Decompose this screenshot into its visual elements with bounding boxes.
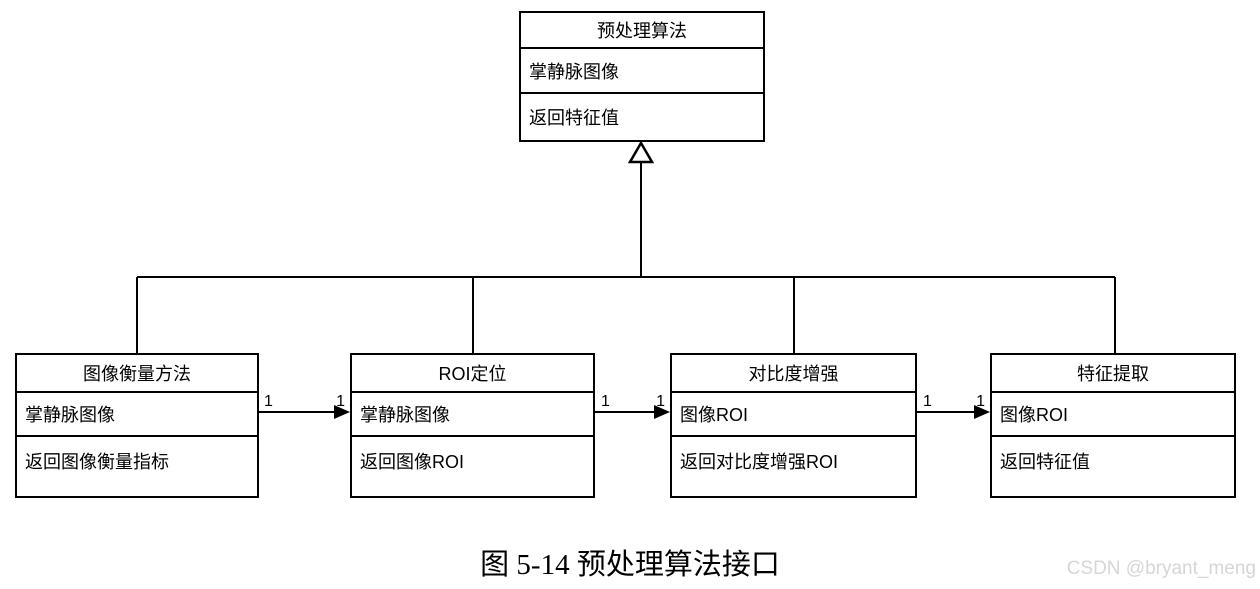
class-title: 预处理算法: [521, 13, 763, 49]
class-title: 特征提取: [992, 355, 1234, 393]
class-attribute: 掌静脉图像: [521, 49, 763, 94]
class-method: 返回图像衡量指标: [25, 452, 169, 472]
class-method: 返回对比度增强ROI: [680, 452, 839, 472]
class-title: 图像衡量方法: [17, 355, 257, 393]
class-box-roi-locate: ROI定位 掌静脉图像 返回图像ROI: [350, 353, 595, 498]
figure-caption: 图 5-14 预处理算法接口: [480, 549, 780, 581]
class-box-feature-extract: 特征提取 图像ROI 返回特征值: [990, 353, 1236, 498]
multiplicity-label: 1: [264, 393, 273, 410]
solid-arrowhead: [974, 405, 990, 419]
solid-arrowhead: [334, 405, 350, 419]
multiplicity-label: 1: [336, 393, 345, 410]
csdn-watermark: CSDN @bryant_meng: [1066, 558, 1256, 579]
hollow-triangle-arrowhead: [627, 140, 655, 164]
inheritance-connector: [136, 140, 1116, 353]
association-arrow-3: 1 1: [917, 393, 990, 419]
class-attribute: 掌静脉图像: [352, 393, 593, 437]
class-attribute: 图像ROI: [992, 393, 1234, 437]
multiplicity-label: 1: [601, 393, 610, 410]
class-box-contrast-enhance: 对比度增强 图像ROI 返回对比度增强ROI: [670, 353, 917, 498]
class-box-preprocess-algorithm: 预处理算法 掌静脉图像 返回特征值: [519, 11, 765, 142]
class-attribute: 掌静脉图像: [17, 393, 257, 437]
association-arrow-1: 1 1: [259, 393, 350, 419]
multiplicity-label: 1: [923, 393, 932, 410]
multiplicity-label: 1: [656, 393, 665, 410]
class-title: 对比度增强: [672, 355, 915, 393]
class-method: 返回特征值: [1000, 452, 1090, 472]
class-attribute: 图像ROI: [672, 393, 915, 437]
class-title: ROI定位: [352, 355, 593, 393]
association-arrow-2: 1 1: [595, 393, 670, 419]
class-box-image-measure: 图像衡量方法 掌静脉图像 返回图像衡量指标: [15, 353, 259, 498]
solid-arrowhead: [654, 405, 670, 419]
class-method: 返回图像ROI: [360, 452, 465, 472]
class-method: 返回特征值: [529, 108, 619, 128]
multiplicity-label: 1: [976, 393, 985, 410]
